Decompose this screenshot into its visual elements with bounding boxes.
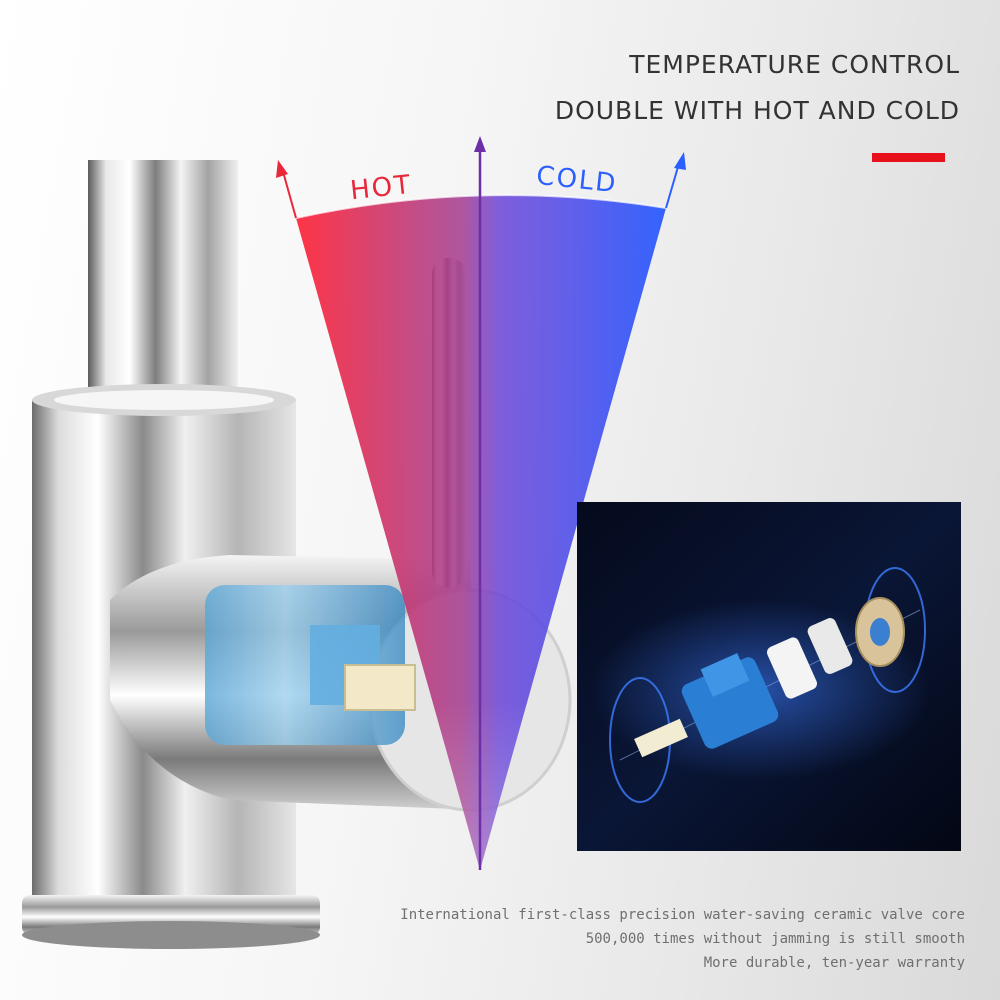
arrow-up-icon [474,136,486,870]
headline-double-hot-cold: DOUBLE WITH HOT AND COLD [554,96,960,125]
accent-bar [872,153,945,162]
feature-line: More durable, ten-year warranty [703,955,965,971]
feature-line: 500,000 times without jamming is still s… [585,931,965,947]
feature-line: International first-class precision wate… [400,907,965,923]
feature-list: International first-class precision wate… [400,903,965,975]
faucet-illustration [22,160,572,949]
headline-temperature-control: TEMPERATURE CONTROL [629,50,960,79]
arrow-up-icon [665,152,686,209]
hot-label: HOT [349,170,414,206]
cold-label: COLD [535,161,619,199]
valve-core-panel [577,502,961,851]
temperature-fan: HOT COLD [276,136,686,871]
arrow-up-icon [276,160,297,219]
